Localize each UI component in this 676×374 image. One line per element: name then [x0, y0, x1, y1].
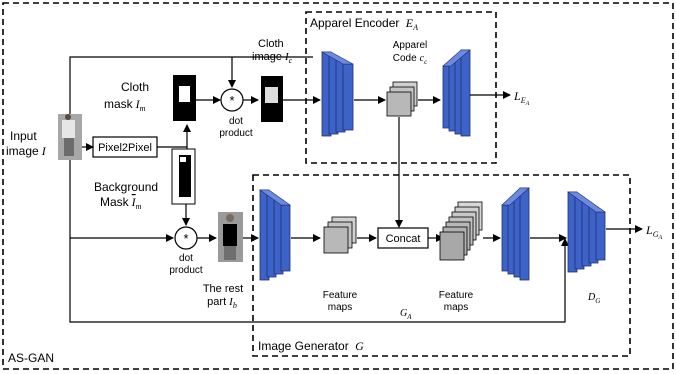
feature-maps-1-line1: Feature — [323, 290, 358, 301]
generator-conv-block — [259, 189, 291, 281]
generator-decoder-conv-block — [501, 187, 530, 281]
cloth-mask-thumbnail — [173, 75, 196, 121]
feature-maps-2-line1: Feature — [439, 290, 474, 301]
background-mask-label-line1: Background — [94, 180, 158, 194]
dot-product-top-line2: product — [219, 128, 253, 139]
feature-maps-1 — [323, 216, 357, 254]
cloth-mask-label-line1: Cloth — [121, 80, 149, 94]
apparel-encoder-box — [305, 11, 497, 164]
line-input-to-discriminator — [69, 238, 569, 323]
input-label-line1: Input — [10, 129, 37, 143]
feature-maps-2 — [439, 201, 483, 261]
apparel-code-maps — [386, 81, 418, 117]
cloth-image-label-line1: Cloth — [258, 38, 284, 50]
feature-maps-1-line2: maps — [328, 302, 352, 313]
dot-product-bottom-line2: product — [169, 265, 203, 276]
pixel2pixel-label: Pixel2Pixel — [98, 142, 152, 154]
dot-product-top-line1: dot — [229, 116, 243, 127]
concat-label: Concat — [386, 233, 421, 245]
background-mask-thumbnail — [171, 148, 196, 205]
input-image-thumbnail — [58, 114, 82, 160]
as-gan-frame — [2, 2, 674, 370]
image-generator-box — [252, 174, 631, 357]
discriminator-label: DG — [587, 292, 600, 305]
apparel-code-line1: Apparel — [393, 40, 427, 51]
encoder-conv-block — [320, 51, 354, 137]
discriminator-conv-block — [567, 191, 606, 273]
generator-loss-label: LGA — [645, 223, 662, 241]
dot-product-top-symbol: * — [229, 93, 234, 108]
image-generator-title: Image Generator G — [258, 339, 364, 353]
rest-part-thumbnail — [218, 212, 243, 262]
generator-sub-label: GA — [400, 308, 412, 321]
apparel-encoder-title: Apparel Encoder EA — [310, 16, 418, 32]
encoder-decoder-conv-block — [442, 49, 471, 137]
rest-part-label-line1: The rest — [203, 283, 243, 295]
dot-product-bottom-line1: dot — [179, 253, 193, 264]
as-gan-label: AS-GAN — [8, 351, 54, 365]
cloth-image-thumbnail — [261, 76, 283, 122]
encoder-loss-label: LEA — [513, 89, 530, 107]
feature-maps-2-line2: maps — [444, 302, 468, 313]
dot-product-bottom-symbol: * — [183, 231, 188, 246]
